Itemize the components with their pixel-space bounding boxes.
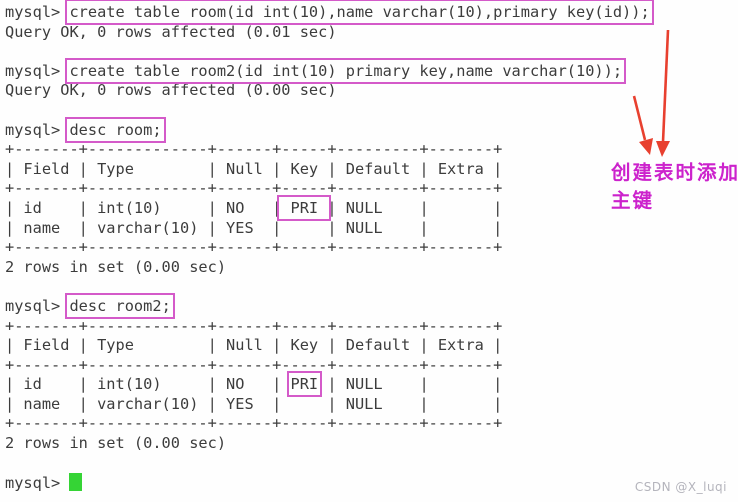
terminal-line: | id | int(10) | NO | PRI | NULL | | xyxy=(5,371,650,398)
pri-key-room: PRI xyxy=(277,194,332,221)
terminal-line: mysql> create table room(id int(10),name… xyxy=(5,0,654,25)
terminal-text: mysql> xyxy=(5,296,70,315)
terminal-line: Query OK, 0 rows affected (0.00 sec) xyxy=(5,81,650,101)
terminal-text: | Field | Type | Null | Key | Default | … xyxy=(5,159,503,178)
create-room-command: create table room(id int(10),name varcha… xyxy=(65,0,654,25)
terminal-line: mysql> desc room; xyxy=(5,116,650,143)
watermark: CSDN @X_luqi xyxy=(634,480,727,494)
terminal-text: | name | varchar(10) | YES | | NULL | | xyxy=(5,394,503,413)
create-room2-command: create table room2(id int(10) primary ke… xyxy=(65,57,627,84)
terminal-text: Query OK, 0 rows affected (0.00 sec) xyxy=(5,81,337,100)
terminal-text: | id | int(10) | NO | xyxy=(5,375,291,394)
terminal-text: +-------+-------------+------+-----+----… xyxy=(5,238,503,257)
terminal-line: | Field | Type | Null | Key | Default | … xyxy=(5,160,650,180)
terminal-line: +-------+-------------+------+-----+----… xyxy=(5,179,650,199)
terminal-line: 2 rows in set (0.00 sec) xyxy=(5,434,650,454)
terminal-text: +-------+-------------+------+-----+----… xyxy=(5,355,503,374)
terminal-cursor[interactable] xyxy=(69,473,83,492)
terminal-text: | NULL | | xyxy=(318,375,503,394)
terminal-line: mysql> create table room2(id int(10) pri… xyxy=(5,57,650,84)
terminal-output[interactable]: mysql> create table room(id int(10),name… xyxy=(5,0,654,493)
annotation-line-2: 主键 xyxy=(611,189,655,212)
terminal-text: | Field | Type | Null | Key | Default | … xyxy=(5,336,503,355)
terminal-text: mysql> xyxy=(5,61,70,80)
terminal-line xyxy=(5,101,650,121)
terminal-line: Query OK, 0 rows affected (0.01 sec) xyxy=(5,23,650,43)
terminal-line: +-------+-------------+------+-----+----… xyxy=(5,356,650,376)
red-arrow-right xyxy=(656,29,670,157)
terminal-text: Query OK, 0 rows affected (0.01 sec) xyxy=(5,22,337,41)
red-arrow-right-head xyxy=(656,141,670,157)
terminal-line: | name | varchar(10) | YES | | NULL | | xyxy=(5,219,650,239)
terminal-line: 2 rows in set (0.00 sec) xyxy=(5,258,650,278)
terminal-text: | name | varchar(10) | YES | | NULL | | xyxy=(5,218,503,237)
terminal-line: +-------+-------------+------+-----+----… xyxy=(5,317,650,337)
terminal-text: 2 rows in set (0.00 sec) xyxy=(5,257,227,276)
terminal-text: +-------+-------------+------+-----+----… xyxy=(5,140,503,159)
terminal-text: +-------+-------------+------+-----+----… xyxy=(5,179,503,198)
terminal-line: | name | varchar(10) | YES | | NULL | | xyxy=(5,395,650,415)
terminal-line xyxy=(5,277,650,297)
terminal-text: | id | int(10) | NO | xyxy=(5,198,282,217)
terminal-line: mysql> xyxy=(5,473,650,493)
annotation-note: 创建表时添加 主键 xyxy=(611,159,738,215)
terminal-text: mysql> xyxy=(5,3,70,21)
terminal-line xyxy=(5,42,650,62)
terminal-line xyxy=(5,454,650,474)
terminal-text: | NULL | | xyxy=(327,198,503,217)
terminal-text: mysql> xyxy=(5,474,70,493)
desc-room2-command: desc room2; xyxy=(65,292,175,319)
terminal-line: +-------+-------------+------+-----+----… xyxy=(5,238,650,258)
red-arrow-right-shaft xyxy=(661,29,670,143)
terminal-line: | Field | Type | Null | Key | Default | … xyxy=(5,336,650,356)
terminal-text: 2 rows in set (0.00 sec) xyxy=(5,434,227,453)
desc-room-command: desc room; xyxy=(65,116,166,143)
terminal-line: +-------+-------------+------+-----+----… xyxy=(5,414,650,434)
terminal-text: mysql> xyxy=(5,120,70,139)
pri-key-room2: PRI xyxy=(286,371,323,398)
terminal-text: +-------+-------------+------+-----+----… xyxy=(5,414,503,433)
terminal-text: +-------+-------------+------+-----+----… xyxy=(5,316,503,335)
terminal-line: +-------+-------------+------+-----+----… xyxy=(5,140,650,160)
annotation-line-1: 创建表时添加 xyxy=(611,161,738,184)
terminal-line: mysql> desc room2; xyxy=(5,292,650,319)
terminal-line: | id | int(10) | NO | PRI | NULL | | xyxy=(5,194,650,221)
